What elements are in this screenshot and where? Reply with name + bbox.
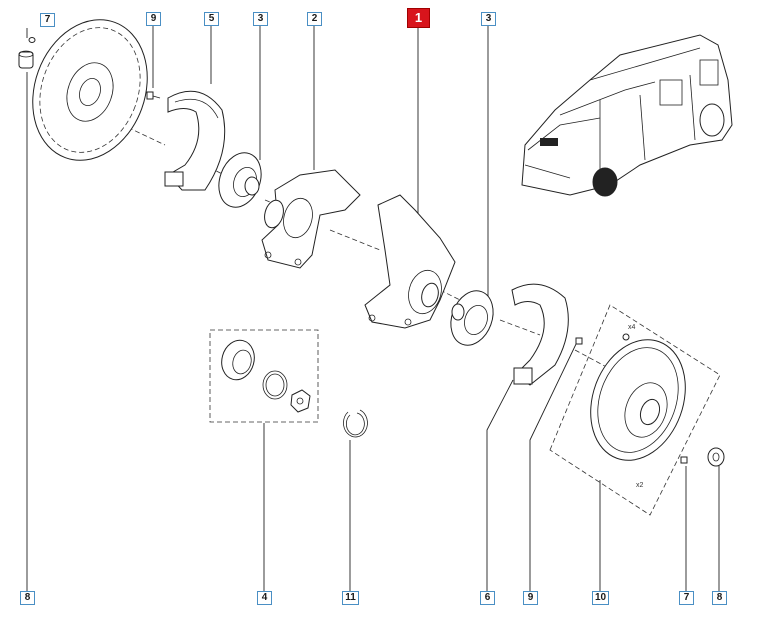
screw-7-top bbox=[28, 37, 36, 43]
callout-7-top[interactable]: 7 bbox=[40, 13, 55, 27]
brake-disc-left bbox=[32, 19, 148, 161]
bearing-kit-box bbox=[209, 329, 319, 423]
circlip-4 bbox=[262, 370, 288, 400]
callout-3-right[interactable]: 3 bbox=[481, 12, 496, 26]
leader-6 bbox=[486, 379, 514, 591]
nut-4 bbox=[290, 389, 311, 413]
dust-shield-5 bbox=[164, 90, 226, 191]
wheel-hub-3-right bbox=[450, 290, 494, 346]
leader-9-bottom bbox=[529, 341, 578, 591]
callout-3-left[interactable]: 3 bbox=[253, 12, 268, 26]
wheel-hub-3-left bbox=[218, 152, 262, 208]
quantity-x4-label: x4 bbox=[628, 324, 636, 331]
callout-11[interactable]: 11 bbox=[342, 591, 359, 605]
callout-9-bottom[interactable]: 9 bbox=[523, 591, 538, 605]
brake-disc-10 bbox=[549, 304, 721, 516]
screw-7-bottom bbox=[680, 456, 688, 464]
steering-knuckle-2 bbox=[261, 169, 361, 269]
dust-shield-6 bbox=[511, 283, 569, 386]
callout-10[interactable]: 10 bbox=[592, 591, 609, 605]
wheel-bearing-4 bbox=[221, 339, 255, 381]
callout-2[interactable]: 2 bbox=[307, 12, 322, 26]
callout-8-bottom[interactable]: 8 bbox=[20, 591, 35, 605]
hub-nut-8-bottom bbox=[707, 447, 725, 467]
steering-knuckle-1 bbox=[364, 194, 456, 329]
bolt-9-bottom bbox=[575, 337, 583, 345]
circlip-11 bbox=[343, 409, 368, 438]
callout-6[interactable]: 6 bbox=[480, 591, 495, 605]
bolt-9-top bbox=[146, 91, 161, 100]
quantity-x2-label: x2 bbox=[636, 482, 644, 489]
vehicle-illustration bbox=[521, 34, 733, 197]
callout-1-main[interactable]: 1 bbox=[407, 8, 430, 28]
callout-4[interactable]: 4 bbox=[257, 591, 272, 605]
callout-8-bottom-right[interactable]: 8 bbox=[712, 591, 727, 605]
callout-5[interactable]: 5 bbox=[204, 12, 219, 26]
callout-7-bottom[interactable]: 7 bbox=[679, 591, 694, 605]
hub-nut-8-top bbox=[18, 50, 34, 69]
callout-9-top[interactable]: 9 bbox=[146, 12, 161, 26]
